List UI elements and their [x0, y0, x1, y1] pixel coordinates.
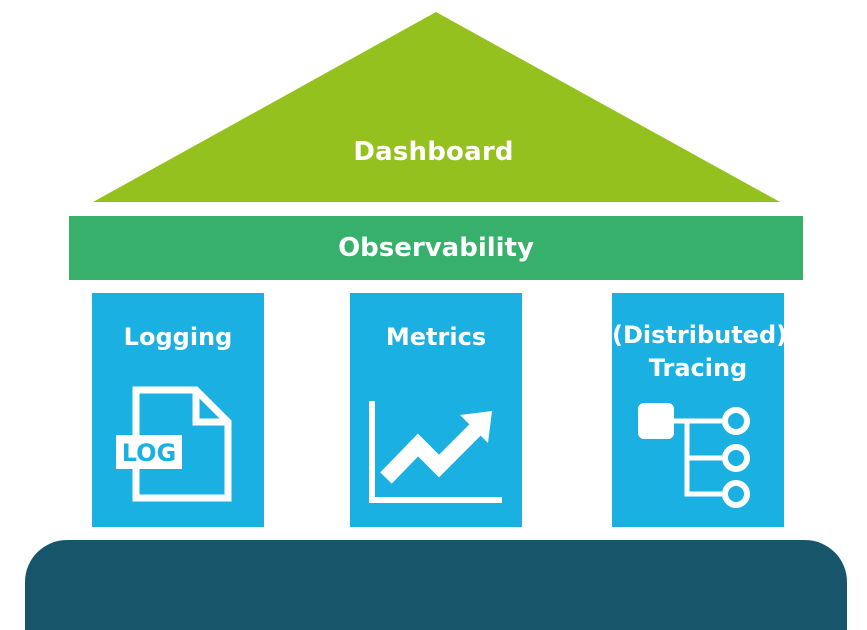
- trace-tree-icon: [638, 403, 750, 508]
- pillar-logging-title-text: Logging: [123, 323, 233, 351]
- pillar-tracing-title-line2: Tracing: [648, 354, 748, 382]
- observability-beam: Observability: [69, 216, 803, 280]
- log-file-icon: LOG: [116, 386, 232, 502]
- pillar-tracing: (Distributed) Tracing: [612, 293, 788, 527]
- pillar-metrics-title: Metrics: [350, 321, 522, 354]
- dashboard-label: Dashboard: [353, 137, 514, 167]
- pillar-tracing-title: (Distributed) Tracing: [612, 319, 788, 385]
- pillar-tracing-title-line1: (Distributed): [612, 321, 788, 349]
- roof-triangle: [93, 12, 780, 202]
- pillar-metrics: Metrics: [350, 293, 522, 527]
- pillar-logging-title: Logging: [92, 321, 264, 354]
- pillar-logging: Logging LOG: [92, 293, 264, 527]
- trend-chart-icon: [369, 401, 502, 503]
- foundation-base: [25, 540, 847, 630]
- log-badge-text: LOG: [122, 439, 177, 467]
- observability-label: Observability: [338, 233, 534, 263]
- pillar-metrics-title-text: Metrics: [385, 323, 487, 351]
